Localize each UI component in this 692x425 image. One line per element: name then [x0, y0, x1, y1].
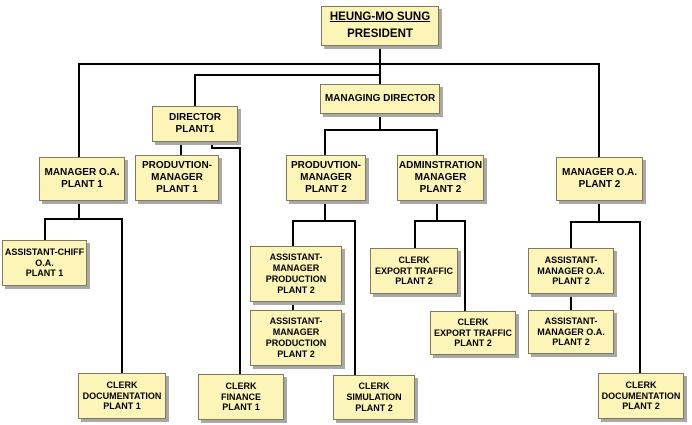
node-label: CLERK: [225, 380, 257, 391]
node-label: PLANT 2: [622, 401, 660, 412]
node-label: ASSISTANT-: [544, 254, 598, 265]
president-name: HEUNG-MO SUNG: [329, 10, 431, 23]
administration-manager-plant2-box: ADMINSTRATION MANAGER PLANT 2: [397, 155, 484, 201]
president-box: HEUNG-MO SUNG PRESIDENT: [321, 6, 439, 46]
node-label: PRODUVTION-: [291, 160, 361, 171]
assistant-manager-oa-box-2: ASSISTANT- MANAGER O.A. PLANT 2: [528, 310, 614, 354]
node-label: EXPORT TRAFFIC: [375, 265, 453, 276]
node-label: MANAGING DIRECTOR: [324, 93, 436, 104]
node-label: MANAGER: [300, 172, 352, 183]
node-label: CLERK: [457, 316, 489, 327]
node-label: PLANT 2: [454, 338, 492, 349]
node-label: CLERK: [625, 379, 657, 390]
clerk-finance-plant1-box: CLERK FINANCE PLANT 1: [198, 374, 284, 420]
node-label: PLANT 2: [277, 348, 315, 359]
clerk-documentation-plant1-box: CLERK DOCUMENTATION PLANT 1: [78, 373, 166, 419]
clerk-export-traffic-box-1: CLERK EXPORT TRAFFIC PLANT 2: [370, 248, 458, 294]
node-label: PLANT 2: [305, 184, 347, 195]
director-plant1-box: DIRECTOR PLANT1: [152, 106, 238, 142]
node-label: PRODUCTION: [265, 338, 327, 348]
production-manager-plant1-box: PRODUVTION- MANAGER PLANT 1: [135, 155, 219, 201]
node-label: O.A.: [35, 257, 54, 268]
node-label: ASSISTANT-: [544, 315, 598, 326]
assistant-manager-oa-box-1: ASSISTANT- MANAGER O.A. PLANT 2: [528, 248, 614, 294]
node-label: ADMINSTRATION: [398, 160, 483, 171]
node-label: DIRECTOR: [168, 112, 222, 123]
node-label: ASSISTANT-: [269, 316, 323, 327]
clerk-documentation-plant2-box: CLERK DOCUMENTATION PLANT 2: [598, 373, 684, 419]
node-label: PRODUCTION: [265, 274, 327, 284]
node-label: PLANT 2: [395, 276, 433, 287]
managing-director-box: MANAGING DIRECTOR: [320, 84, 440, 114]
manager-oa-plant2-box: MANAGER O.A. PLANT 2: [556, 157, 643, 201]
node-label: MANAGER O.A.: [537, 326, 605, 337]
node-label: CLERK: [106, 379, 138, 390]
node-label: PRODUVTION-: [142, 160, 212, 171]
assistant-manager-production-box-1: ASSISTANT- MANAGER PRODUCTION PLANT 2: [250, 246, 342, 302]
node-label: PLANT 1: [25, 268, 64, 279]
assistant-manager-production-box-2: ASSISTANT- MANAGER PRODUCTION PLANT 2: [250, 310, 342, 366]
node-label: CLERK: [398, 254, 430, 265]
node-label: PLANT 2: [419, 184, 462, 195]
node-label: MANAGER: [414, 172, 467, 183]
node-label: MANAGER O.A.: [44, 167, 120, 178]
assistant-chief-oa-plant1-box: ASSISTANT-CHIFF O.A. PLANT 1: [2, 240, 87, 286]
node-label: MANAGER: [272, 263, 320, 274]
node-label: PLANT1: [175, 124, 215, 135]
node-label: PLANT 1: [156, 184, 198, 195]
node-label: FINANCE: [221, 391, 261, 402]
node-label: PLANT 2: [355, 402, 393, 413]
node-label: ASSISTANT-: [269, 252, 323, 263]
node-label: SIMULATION: [346, 392, 402, 403]
clerk-simulation-plant2-box: CLERK SIMULATION PLANT 2: [333, 375, 415, 420]
node-label: MANAGER: [151, 172, 203, 183]
node-label: PLANT 1: [103, 401, 141, 412]
node-label: MANAGER O.A.: [562, 167, 637, 178]
node-label: DOCUMENTATION: [82, 390, 162, 401]
node-label: PLANT 1: [222, 402, 260, 413]
node-label: MANAGER: [272, 327, 320, 338]
clerk-export-traffic-box-2: CLERK EXPORT TRAFFIC PLANT 2: [430, 311, 516, 355]
node-label: EXPORT TRAFFIC: [434, 327, 512, 338]
manager-oa-plant1-box: MANAGER O.A. PLANT 1: [39, 157, 125, 201]
node-label: ASSISTANT-CHIFF: [4, 246, 85, 257]
node-label: PLANT 2: [552, 337, 590, 348]
node-label: PLANT 2: [277, 284, 315, 295]
node-label: DOCUMENTATION: [601, 390, 681, 401]
node-label: PLANT 2: [552, 276, 590, 287]
president-title: PRESIDENT: [347, 28, 413, 40]
node-label: PLANT 2: [578, 179, 621, 190]
node-label: MANAGER O.A.: [537, 265, 605, 276]
node-label: CLERK: [358, 381, 390, 392]
node-label: PLANT 1: [61, 179, 103, 190]
production-manager-plant2-box: PRODUVTION- MANAGER PLANT 2: [286, 155, 366, 201]
